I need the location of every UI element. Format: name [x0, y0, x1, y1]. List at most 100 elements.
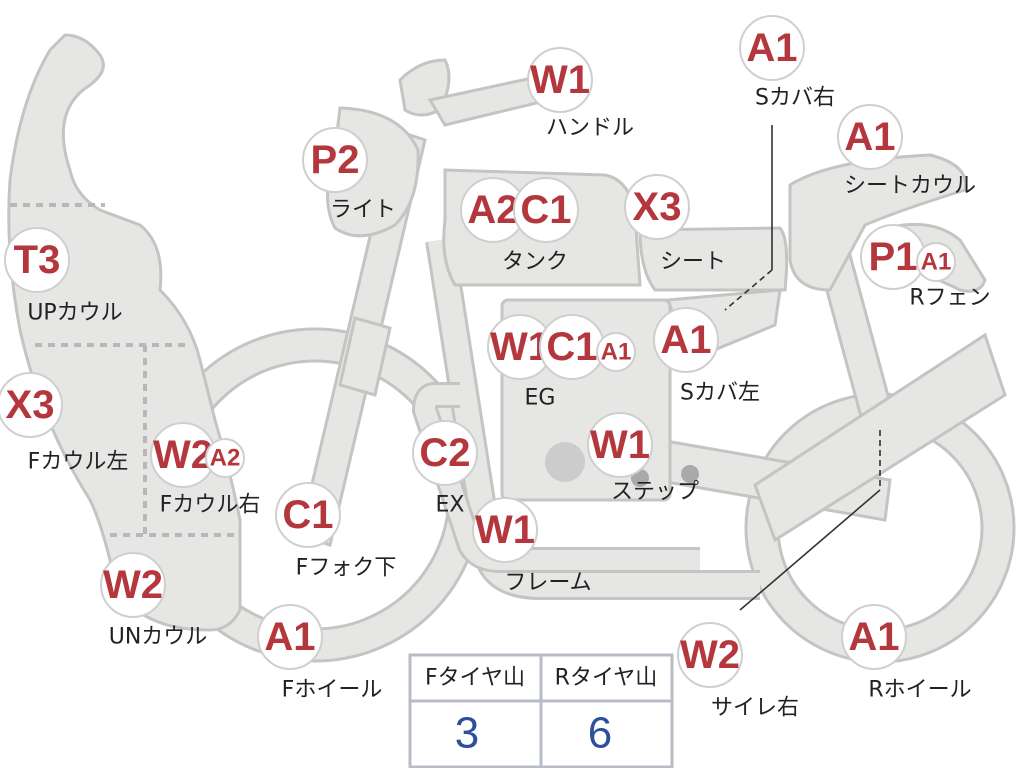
badge-frame: W1: [472, 497, 538, 563]
badge-f-cowl-right-code2: A2: [205, 438, 245, 478]
badge-r-wheel: A1: [841, 604, 907, 670]
label-f-wheel: Fホイール: [282, 678, 383, 703]
label-light: ライト: [330, 198, 396, 223]
badge-code: W1: [530, 58, 590, 102]
badge-s-cover-left: A1: [653, 307, 719, 373]
badge-tank-code2: C1: [513, 177, 579, 243]
badge-r-fender-code2: A1: [916, 242, 956, 282]
badge-circle: [653, 307, 719, 373]
badge-circle: [0, 372, 63, 438]
badge-s-cover-right: A1: [739, 15, 805, 81]
fairing-shape: [7, 33, 242, 632]
badge-engine-code2: C1: [539, 314, 605, 380]
badge-circle: [841, 604, 907, 670]
badge-code: P2: [311, 138, 360, 182]
badge-circle: [4, 227, 70, 293]
badge-r-fender: P1: [860, 224, 926, 290]
badge-code: A1: [601, 339, 632, 366]
badge-up-cowl: T3: [4, 227, 70, 293]
badge-circle: [587, 412, 653, 478]
badge-code: A1: [844, 115, 895, 159]
label-f-fork-lower: Fフォク下: [296, 556, 397, 581]
badge-silencer-right: W2: [677, 622, 743, 688]
badge-code: W2: [680, 633, 740, 677]
badge-code: P1: [869, 235, 918, 279]
badge-code: C1: [546, 325, 597, 369]
badge-code: A2: [467, 188, 518, 232]
tire-tread-table: Fタイヤ山 Rタイヤ山 3 6: [408, 653, 674, 768]
badge-f-fork-lower: C1: [275, 482, 341, 548]
label-un-cowl: UNカウル: [109, 625, 208, 650]
badge-code: C2: [419, 431, 470, 475]
badge-step: W1: [587, 412, 653, 478]
label-exhaust: EX: [436, 493, 465, 518]
label-tank: タンク: [502, 250, 568, 275]
badge-circle: [513, 177, 579, 243]
label-seat: シート: [660, 250, 726, 275]
badge-circle: [257, 604, 323, 670]
badge-engine-code3: A1: [596, 332, 636, 372]
badge-un-cowl: W2: [100, 552, 166, 618]
badge-code: W2: [103, 563, 163, 607]
r-tire-header: Rタイヤ山: [555, 666, 658, 691]
label-step: ステップ: [611, 480, 699, 505]
label-silencer-right: サイレ右: [711, 696, 799, 721]
silencer-shape: [753, 332, 1007, 543]
badge-circle: [412, 420, 478, 486]
badge-code: A1: [848, 615, 899, 659]
f-tire-header: Fタイヤ山: [425, 666, 525, 691]
badge-code: C1: [520, 188, 571, 232]
badge-circle: [624, 174, 690, 240]
badge-circle: [205, 438, 245, 478]
badge-f-cowl-left: X3: [0, 372, 63, 438]
badge-code: A2: [210, 445, 241, 472]
badge-code: A1: [660, 318, 711, 362]
badge-seat-cowl: A1: [837, 104, 903, 170]
badge-code: T3: [14, 238, 61, 282]
badge-circle: [275, 482, 341, 548]
label-r-wheel: Rホイール: [868, 678, 971, 703]
badge-code: A1: [746, 26, 797, 70]
label-seat-cowl: シートカウル: [844, 174, 976, 199]
badge-code: X3: [633, 185, 682, 229]
label-handle: ハンドル: [546, 116, 634, 141]
badge-circle: [837, 104, 903, 170]
label-s-cover-right: Sカバ右: [755, 86, 835, 111]
badge-tank: A2: [460, 177, 526, 243]
label-f-cowl-right: Fカウル右: [160, 493, 261, 518]
badge-circle: [100, 552, 166, 618]
label-engine: EG: [525, 386, 556, 411]
badge-code: A1: [264, 615, 315, 659]
badge-exhaust: C2: [412, 420, 478, 486]
badge-circle: [302, 127, 368, 193]
leader-lines: [724, 125, 881, 611]
badge-code: C1: [282, 493, 333, 537]
badge-f-cowl-right: W2: [150, 422, 216, 488]
label-s-cover-left: Sカバ左: [680, 381, 760, 406]
badge-circle: [527, 47, 593, 113]
badge-f-wheel: A1: [257, 604, 323, 670]
badge-code: W2: [153, 433, 213, 477]
badge-handle: W1: [527, 47, 593, 113]
label-r-fender: Rフェン: [909, 286, 990, 311]
badge-code: X3: [6, 383, 55, 427]
badge-code: A1: [921, 249, 952, 276]
f-tire-value: 3: [455, 709, 479, 758]
label-frame: フレーム: [504, 571, 591, 596]
badge-circle: [596, 332, 636, 372]
badge-circle: [472, 497, 538, 563]
label-f-cowl-left: Fカウル左: [28, 450, 129, 475]
badge-code: W1: [475, 508, 535, 552]
badge-circle: [677, 622, 743, 688]
badge-circle: [739, 15, 805, 81]
badge-seat: X3: [624, 174, 690, 240]
r-tire-value: 6: [588, 709, 612, 758]
badge-light: P2: [302, 127, 368, 193]
part-labels: UPカウル Fカウル左 Fカウル右 UNカウル ライト ハンドル タンク シート…: [27, 86, 990, 721]
badge-code: W1: [590, 423, 650, 467]
badge-circle: [916, 242, 956, 282]
front-fork-shape: [298, 128, 427, 547]
label-up-cowl: UPカウル: [27, 301, 122, 326]
